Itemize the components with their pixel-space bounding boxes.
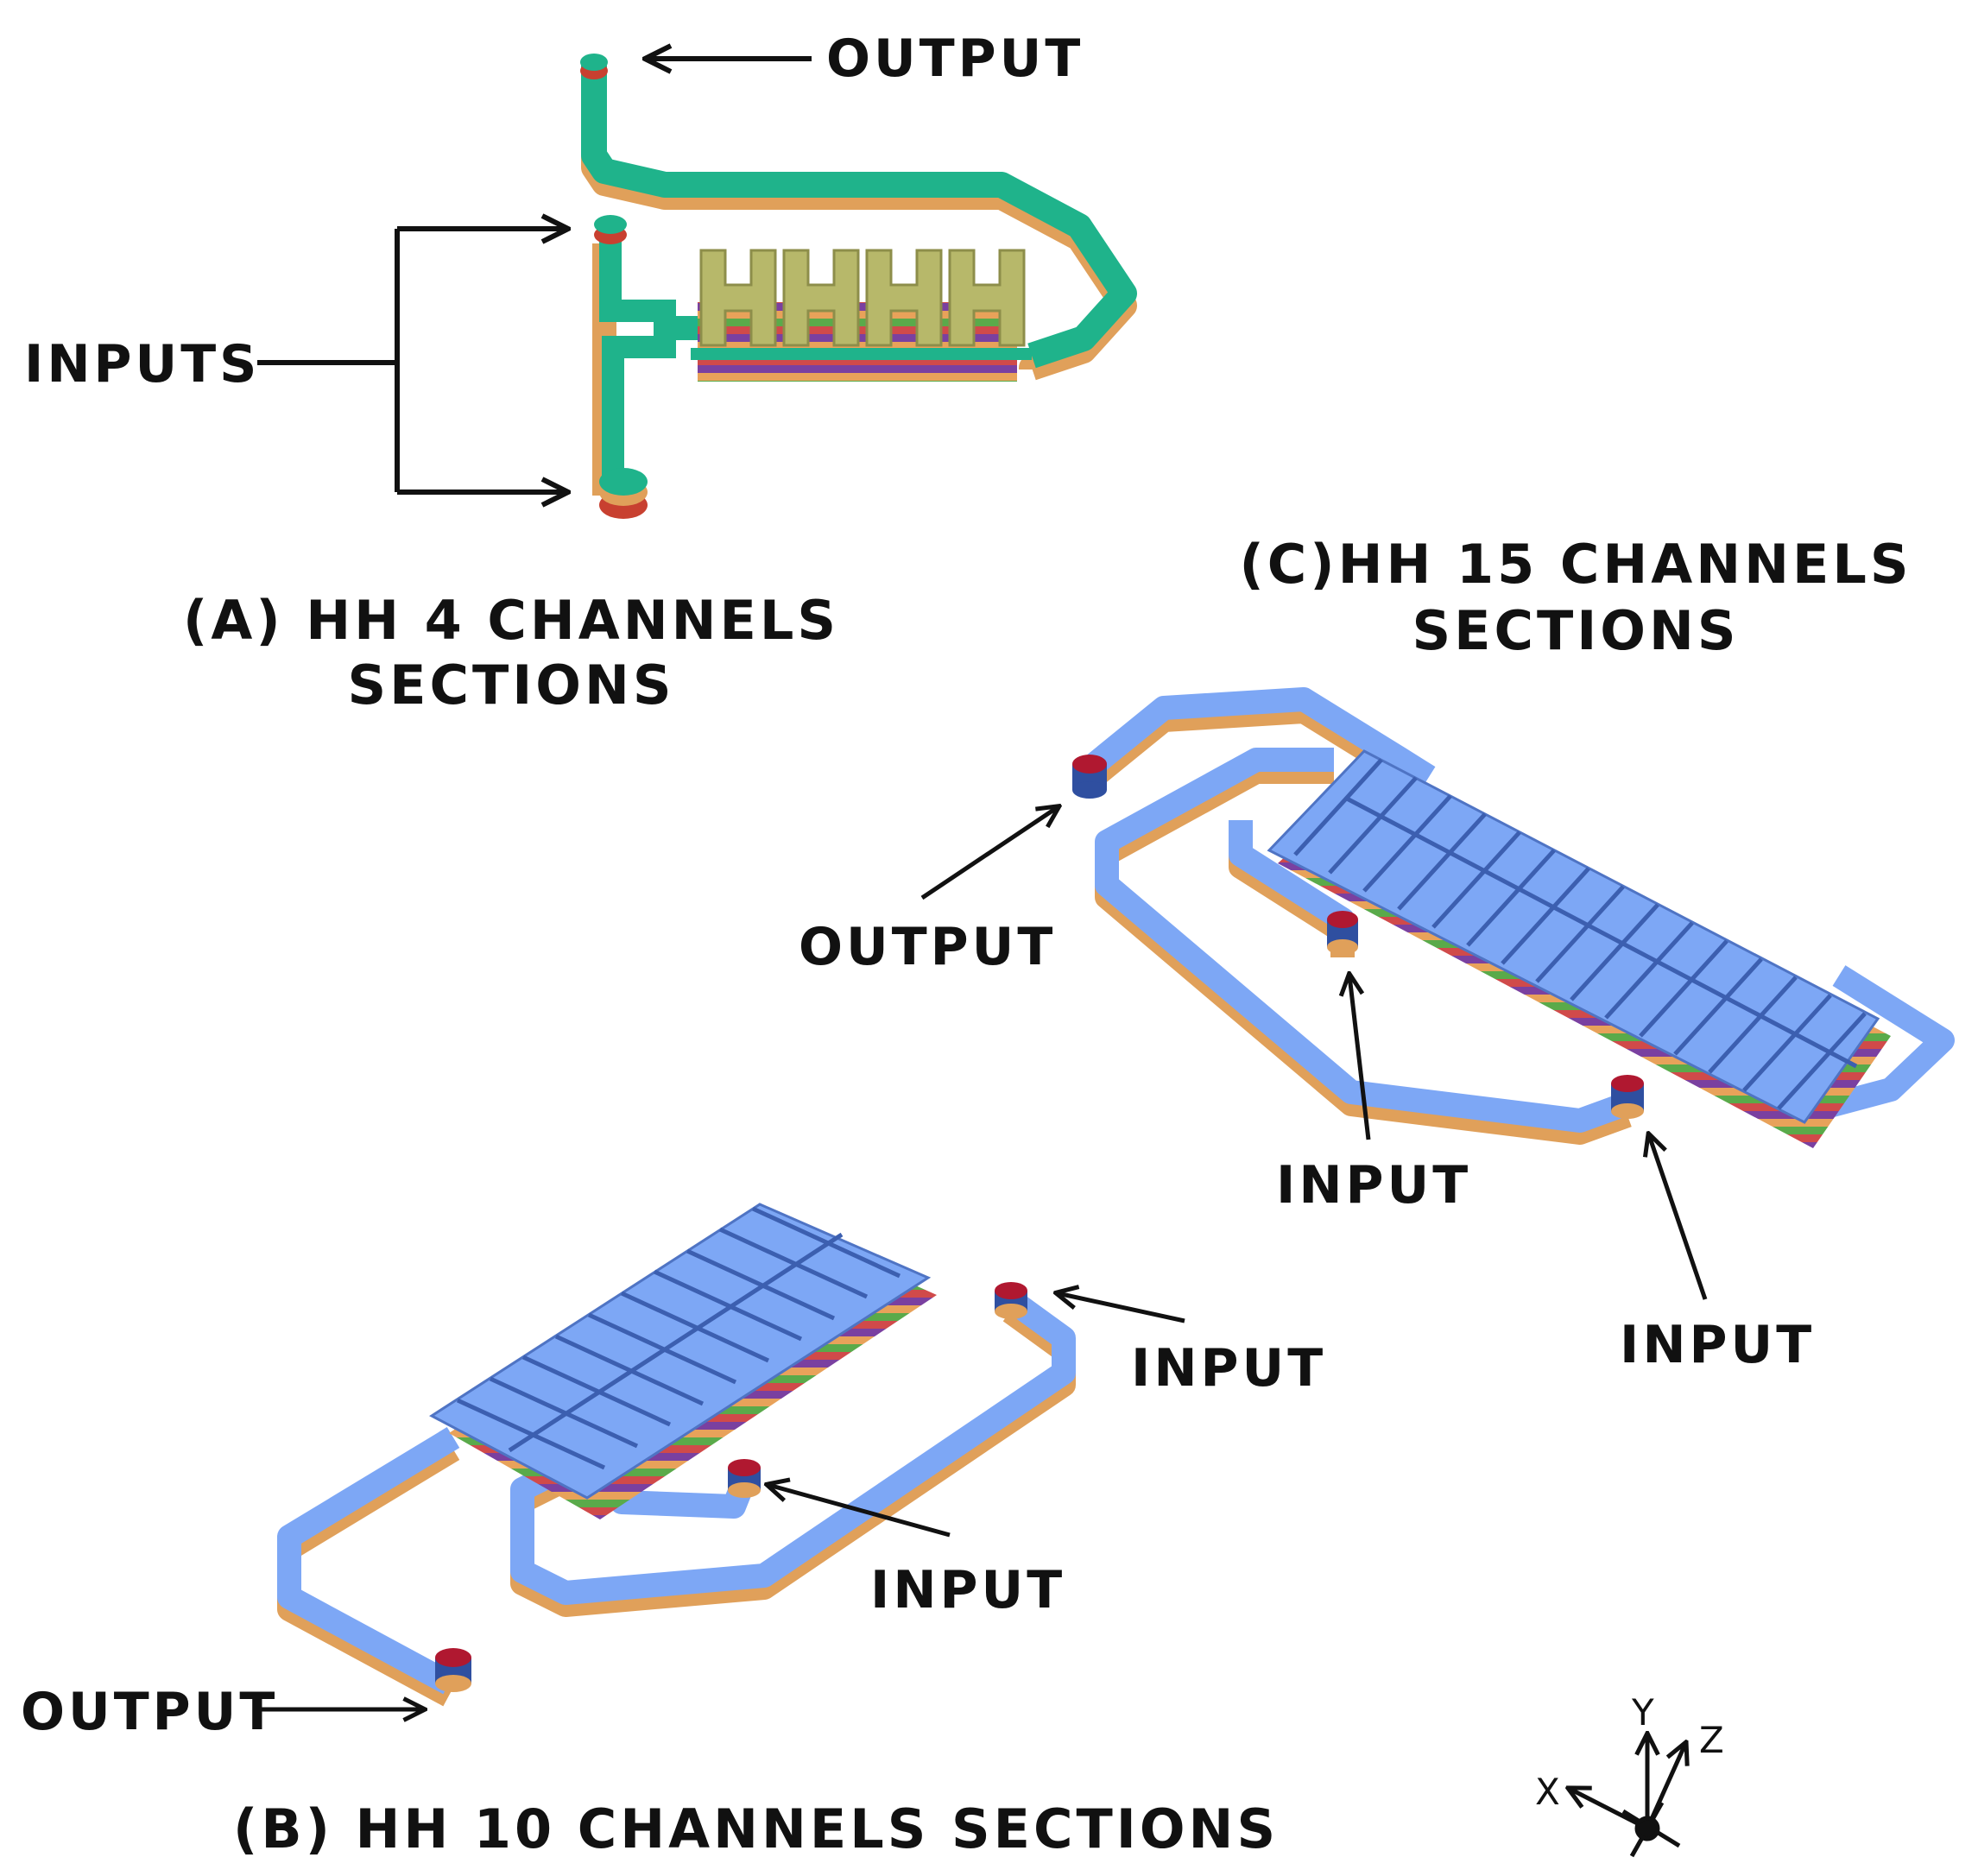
- panel-c-title-line1: (C)HH 15 CHANNELS: [1239, 533, 1912, 596]
- panel-b-output-label: OUTPUT: [21, 1682, 278, 1742]
- panel-b-input-arrow-lower: [768, 1485, 951, 1538]
- panel-b-output-port: [435, 1648, 471, 1692]
- panel-c-output-arrow: [920, 807, 1058, 900]
- panel-a-output-port: [580, 54, 608, 79]
- panel-c-input-arrow-left: [1349, 976, 1371, 1140]
- panel-b-arrows: [262, 1293, 1185, 1709]
- panel-b-output-channel: [277, 1427, 460, 1695]
- panel-c-device: [1072, 687, 1955, 1148]
- panel-b-input-port-lower: [728, 1459, 761, 1498]
- axis-x-label: X: [1535, 1771, 1560, 1813]
- panel-c-title-line2: SECTIONS: [1412, 599, 1739, 662]
- panel-c-outer-loop-channel: [1095, 748, 1632, 1133]
- panel-c-output-label: OUTPUT: [799, 917, 1056, 977]
- axis-z-label: Z: [1699, 1719, 1724, 1761]
- panel-c-return-channel: [1797, 965, 1955, 1126]
- panel-a-output-label: OUTPUT: [826, 28, 1084, 89]
- panel-a-input-port-top: [594, 215, 627, 244]
- panel-a-title-line2: SECTIONS: [347, 654, 674, 717]
- panel-b-input-arrow-upper: [1058, 1293, 1185, 1323]
- panel-b-title: (B) HH 10 CHANNELS SECTIONS: [233, 1797, 1279, 1860]
- panel-b-input-label-lower: INPUT: [870, 1560, 1065, 1620]
- panel-c-input-label-left: INPUT: [1276, 1155, 1471, 1216]
- panel-b-outer-loop-channel: [510, 1289, 1076, 1605]
- panel-c-input-port-left: [1327, 911, 1358, 955]
- axis-y-label: Y: [1631, 1691, 1654, 1734]
- panel-c-output-port: [1072, 755, 1107, 799]
- axis-origin: [1634, 1816, 1660, 1841]
- panel-b-device: [277, 1203, 1076, 1707]
- panel-c-hh-mixer: [1267, 749, 1891, 1148]
- panel-c-input-label-right: INPUT: [1620, 1315, 1815, 1375]
- panel-a-inputs-label: INPUTS: [24, 334, 260, 395]
- panel-a-arrows: [257, 59, 812, 492]
- axes-triad: [1570, 1735, 1685, 1858]
- axis-x-arrow: [1570, 1789, 1649, 1831]
- panel-c-input-arrow-right: [1649, 1135, 1708, 1300]
- panel-a-input-channel: [599, 226, 676, 483]
- panel-a-output-channel: [581, 60, 1137, 369]
- panel-b-hh-mixer: [429, 1203, 937, 1519]
- panel-c-output-channel: [1082, 687, 1436, 787]
- panel-c-arrows: [920, 807, 1708, 1300]
- panel-a-device: [580, 54, 1137, 519]
- panel-a-hh-mixer: [691, 249, 1032, 382]
- panel-a-input-port-bottom: [599, 468, 648, 519]
- panel-a-title-line1: (A) HH 4 CHANNELS: [183, 589, 839, 652]
- panel-b-input-label-upper: INPUT: [1131, 1338, 1326, 1399]
- panel-b-input-port-upper: [995, 1282, 1027, 1319]
- panel-c-input-port-right: [1611, 1075, 1644, 1119]
